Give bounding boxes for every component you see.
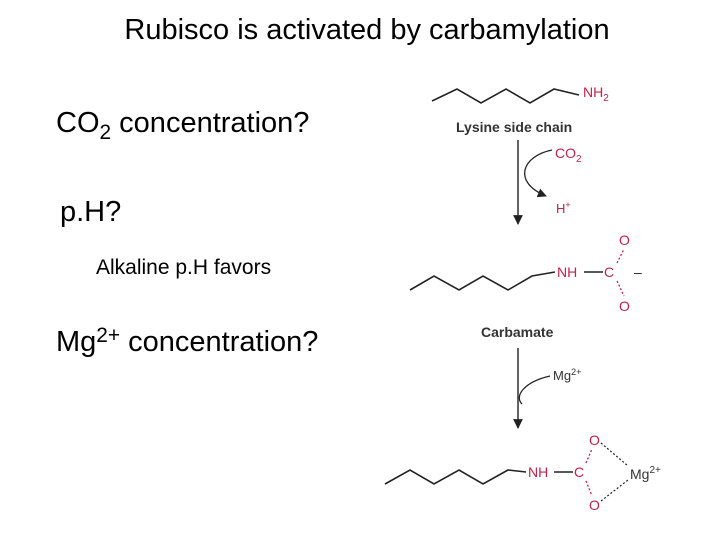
mg-text: Mg [56,326,97,358]
complex-c-o-bottom-bond [585,480,593,497]
complex-nh: NH [528,464,548,480]
curved-arrow-2 [518,375,551,405]
complex-mg: Mg2+ [630,465,661,482]
lysine-chain [431,88,580,104]
carbamate-o-bottom: O [619,298,630,314]
co2-rest: concentration? [111,107,310,139]
complex-c-o-top-bond [585,448,593,464]
carbamate-minus-charge: – [634,264,642,280]
complex-o-bottom-mg-bond [600,479,629,502]
lysine-nh2: NH2 [583,84,609,104]
complex-o-bottom: O [589,497,600,513]
co2-text: CO [56,107,100,139]
lysine-side-chain-label: Lysine side chain [456,119,572,135]
carbamate-c-o-top-bond [616,248,625,264]
carbamate-nh: NH [557,264,577,280]
carbamate-carbon: C [604,264,614,280]
mg-reagent: Mg2+ [553,367,581,383]
co2-subscript: 2 [99,120,112,144]
carbamate-chain [409,271,556,291]
bullet-ph: p.H? [60,196,122,228]
mg-superscript: 2+ [96,323,121,347]
mg-rest: concentration? [120,326,319,358]
bullet-co2-concentration: CO2 concentration? [56,107,310,144]
bullet-mg-concentration: Mg2+ concentration? [56,323,319,359]
bullet-alkaline-ph: Alkaline p.H favors [96,256,272,279]
complex-o-top: O [589,432,600,448]
carbamate-c-o-bottom-bond [616,280,625,297]
carbamate-o-top: O [619,232,630,248]
complex-carbon: C [574,464,584,480]
curved-arrow-1 [524,149,553,198]
complex-o-top-mg-bond [600,442,629,467]
carbamate-label: Carbamate [481,324,554,340]
co2-reagent: CO2 [555,145,582,165]
h-plus-product: H+ [556,200,571,216]
complex-chain [384,469,527,485]
slide-title: Rubisco is activated by carbamylation [124,14,610,46]
